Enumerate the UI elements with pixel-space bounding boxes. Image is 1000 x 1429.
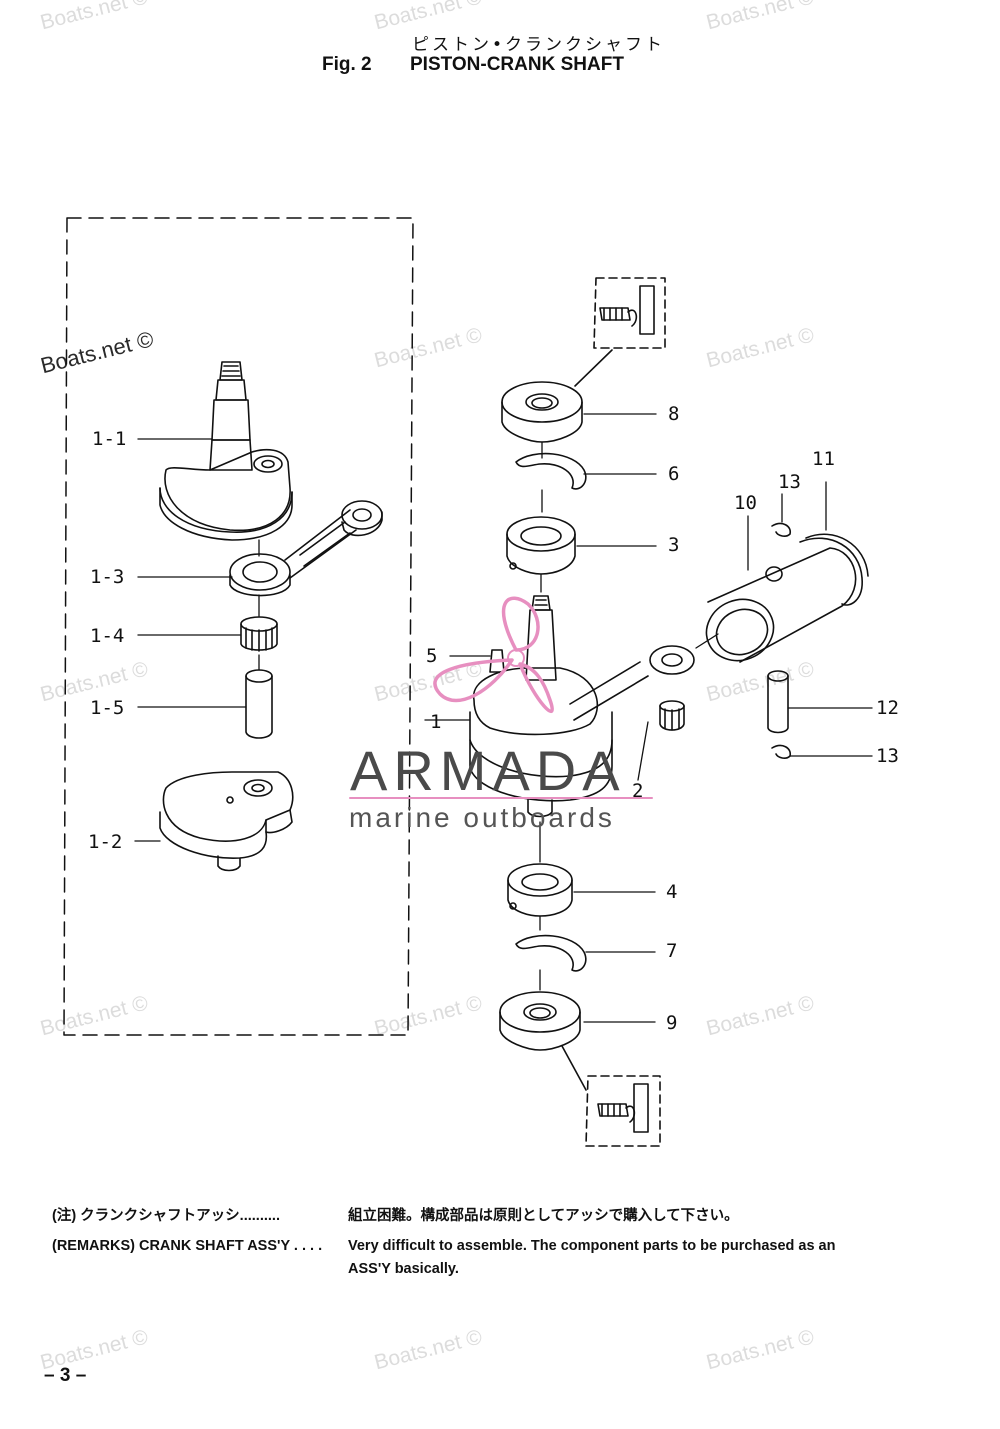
leader-lines-left	[134, 438, 260, 842]
callout-1-3: 1-3	[90, 566, 125, 588]
detail-box-top	[574, 277, 666, 387]
part-12-piston-pin	[767, 670, 789, 734]
part-1-2-crank-lower	[159, 771, 294, 872]
part-11-piston-ring	[799, 533, 869, 606]
part-1-3-connecting-rod	[229, 500, 383, 597]
part-13-circlip-upper	[771, 522, 792, 537]
crankshaft-assembly-boundary	[63, 217, 414, 1036]
note-en-text-line1: Very difficult to assemble. The componen…	[348, 1238, 836, 1254]
callout-1-2: 1-2	[88, 831, 123, 853]
part-9-oil-seal	[499, 991, 581, 1051]
armada-logo-subtitle: marine outboards	[349, 802, 615, 833]
callout-5: 5	[426, 645, 438, 667]
leader-lines-right	[424, 413, 873, 1023]
part-1-4-needle-bearing	[240, 616, 278, 652]
callout-12: 12	[876, 697, 899, 719]
detail-box-bottom	[561, 1045, 661, 1147]
japanese-title: ピストン•クランクシャフト	[412, 35, 666, 55]
part-2-needle-bearing	[659, 700, 685, 731]
callout-11: 11	[812, 448, 835, 470]
callout-1: 1	[430, 711, 442, 733]
callout-10: 10	[734, 492, 757, 514]
callout-7: 7	[666, 940, 678, 962]
part-1-5-crank-pin	[245, 669, 273, 739]
callout-2: 2	[632, 780, 644, 802]
callout-3: 3	[668, 534, 680, 556]
callout-13-upper: 13	[778, 471, 801, 493]
part-8-oil-seal	[501, 381, 583, 443]
note-en-prefix: (REMARKS) CRANK SHAFT ASS'Y . . . .	[52, 1238, 323, 1254]
armada-logo-text: ARMADA	[350, 739, 626, 802]
note-en-text-line2: ASS'Y basically.	[348, 1261, 459, 1277]
figure-label: Fig. 2	[322, 54, 372, 75]
figure-title: PISTON-CRANK SHAFT	[410, 54, 624, 75]
callout-4: 4	[666, 881, 678, 903]
note-jp-text: 組立困難。構成部品は原則としてアッシで購入して下さい。	[348, 1208, 739, 1224]
part-4-ball-bearing	[507, 863, 573, 917]
part-3-ball-bearing	[506, 516, 576, 575]
callout-1-4: 1-4	[90, 625, 125, 647]
note-jp-prefix: (注) クランクシャフトアッシ..........	[52, 1208, 280, 1224]
part-7-circlip	[515, 934, 587, 972]
armada-propeller-logo	[433, 596, 554, 714]
callout-9: 9	[666, 1012, 678, 1034]
part-6-circlip	[515, 452, 587, 490]
callout-1-1: 1-1	[92, 428, 127, 450]
part-13-circlip-lower	[771, 744, 792, 759]
callout-8: 8	[668, 403, 680, 425]
part-10-piston	[705, 547, 857, 663]
callout-1-5: 1-5	[90, 697, 125, 719]
page-number: – 3 –	[44, 1365, 87, 1386]
callout-6: 6	[668, 463, 680, 485]
callout-13-lower: 13	[876, 745, 899, 767]
part-1-1-crank-upper	[159, 361, 293, 541]
